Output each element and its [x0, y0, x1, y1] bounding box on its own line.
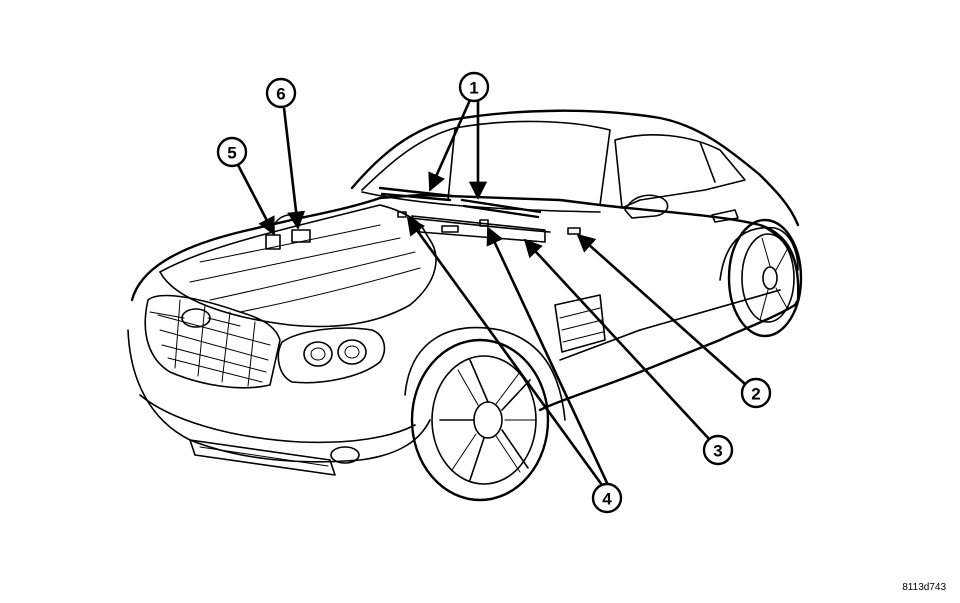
- callout-2: 2: [740, 377, 772, 409]
- leader-lines: [236, 99, 746, 486]
- callout-4: 4: [591, 482, 623, 514]
- callout-1-label: 1: [469, 79, 478, 98]
- callout-2-label: 2: [751, 385, 760, 404]
- cowl-panel: [397, 211, 546, 243]
- wiper-blades: [378, 186, 542, 219]
- callout-3: 3: [702, 434, 734, 466]
- washer-nozzles: [567, 227, 581, 235]
- callout-6-label: 6: [276, 85, 285, 104]
- callout-5-label: 5: [227, 144, 236, 163]
- figure-code: 8113d743: [902, 582, 946, 593]
- callout-5: 5: [216, 136, 248, 168]
- callout-6: 6: [265, 77, 297, 109]
- car-body: [127, 109, 803, 502]
- front-wheel: [410, 338, 550, 502]
- callout-3-label: 3: [713, 442, 722, 461]
- callout-1: 1: [458, 71, 490, 103]
- callout-4-label: 4: [602, 490, 612, 509]
- rear-wheel: [727, 218, 803, 338]
